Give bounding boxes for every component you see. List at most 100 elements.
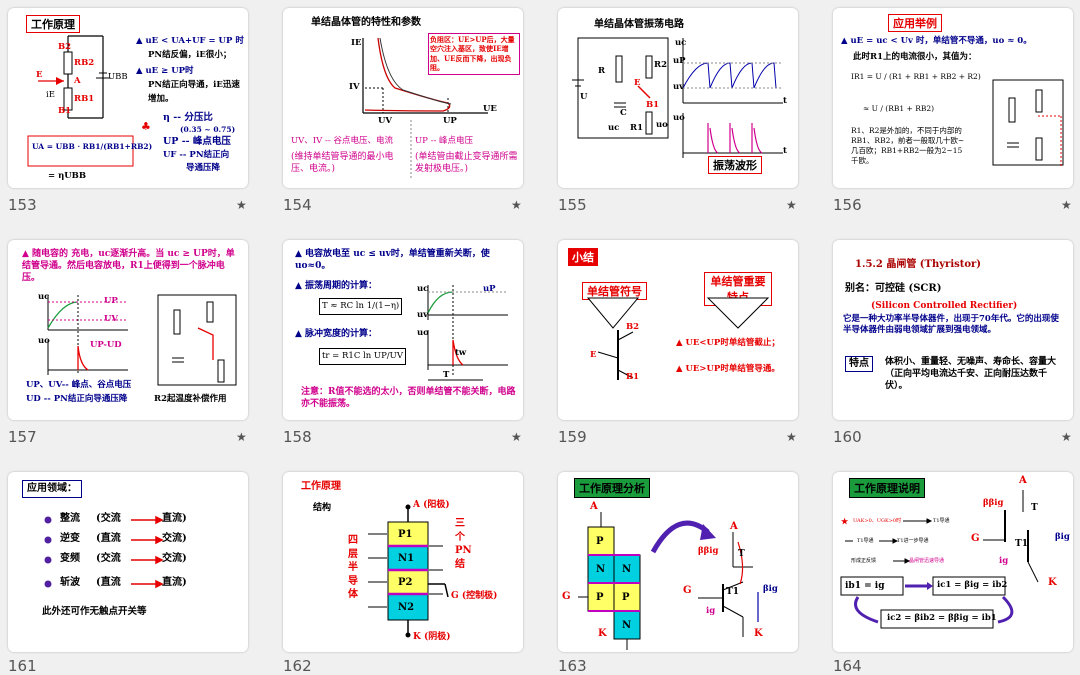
features-text: 体积小、重量轻、无噪声、寿命长、容量大（正向平均电流达千安、正向耐压达数千伏）。 xyxy=(885,357,1057,392)
slide-number: 154 xyxy=(283,196,312,214)
feature-1: ▲ UE<UP时单结管截止； xyxy=(676,338,780,348)
axis-tw: tw xyxy=(455,348,467,358)
label-k2: K xyxy=(754,628,763,639)
axis-t: T xyxy=(443,370,450,380)
label-a: A xyxy=(1019,475,1027,486)
row-from: (直流 xyxy=(96,533,121,544)
condition-line-3: ▲ uE ≥ UP时 xyxy=(136,66,194,76)
label-r1: R1 xyxy=(630,123,643,133)
cell-n: N xyxy=(596,564,606,575)
slide-thumbnail-160[interactable]: 1.5.2 晶闸管 (Thyristor) 别名：可控硅 (SCR) (Sili… xyxy=(833,240,1073,420)
axis-uc: uc xyxy=(38,292,50,302)
star-icon[interactable]: ★ xyxy=(1061,430,1072,444)
formula: UA = UBB · RB1/(RB1+RB2) xyxy=(32,142,153,151)
label-uc: uc xyxy=(608,123,620,133)
formula-2: ≈ U / (RB1 + RB2) xyxy=(863,104,935,113)
layer-p2: P2 xyxy=(398,577,413,588)
condition-line-2: PN结反偏，iE很小； xyxy=(148,50,232,60)
equation-2: ic1 = βig = ib2 xyxy=(937,580,1008,590)
slide-thumbnail-161[interactable]: 应用领域： 整流 (交流 直流) 逆变 (直流 交流) 变频 (交流 交流) 斩… xyxy=(8,472,248,652)
label-ie: iE xyxy=(46,90,55,100)
negative-resistance-callout: 负阻区：UE>UP后，大量空穴注入基区，致使IE增加、UE反而下降，出现负阻。 xyxy=(428,33,520,75)
cell-p2: P xyxy=(596,592,604,603)
label-ubb: UBB xyxy=(108,72,128,82)
slide-title: 应用领域： xyxy=(22,480,82,498)
row-to: 直流) xyxy=(162,513,187,524)
width-formula: tr = R1C ln UP/UV xyxy=(319,348,406,366)
axis-up-ud: UP-UD xyxy=(90,340,122,350)
step-3: 形成正反馈 xyxy=(851,558,877,564)
formula-1: IR1 = U / (R1 + RB1 + RB2 + R2) xyxy=(851,72,981,81)
waveform-and-circuit xyxy=(47,294,237,386)
slide-number: 163 xyxy=(558,657,587,675)
label-b1: B1 xyxy=(646,100,660,110)
note-3: R2起温度补偿作用 xyxy=(154,394,227,404)
slide-thumbnail-155[interactable]: 单结晶体管振荡电路 R R2 U C uc R1 uo B1 E uc uP u… xyxy=(558,8,798,188)
label-rb1: RB1 xyxy=(74,94,95,104)
characteristic-curve xyxy=(362,37,488,180)
label-a: A xyxy=(590,501,598,512)
period-heading: ▲ 振荡周期的计算： xyxy=(295,281,378,291)
slide-number: 162 xyxy=(283,657,312,675)
axis-ue: UE xyxy=(483,104,497,114)
four-layer-label: 四层半导体 xyxy=(348,535,358,600)
star-icon[interactable]: ★ xyxy=(786,198,797,212)
slide-thumbnail-163[interactable]: 工作原理分析 A G K P N N P P N A T ββig G T1 β… xyxy=(558,472,798,652)
slide-thumbnail-164[interactable]: 工作原理说明 ★ UAK>0、UGK>0时 T1导通 T1导通 T1进一步导通 … xyxy=(833,472,1073,652)
slide-thumbnail-153[interactable]: 工作原理 B2 RB2 A E iE RB1 B1 UBB ▲ uE < UA+… xyxy=(8,8,248,188)
star-icon[interactable]: ★ xyxy=(236,430,247,444)
row-to: 交流) xyxy=(162,533,187,544)
subtitle: 结构 xyxy=(313,503,332,513)
layer-p1: P1 xyxy=(398,529,413,540)
slide-thumbnail-157[interactable]: ▲ 随电容的 充电，uc逐渐升高。当 uc ≥ UP时，单结管导通。然后电容放电… xyxy=(8,240,248,420)
formula-2: = ηUBB xyxy=(48,171,87,181)
axis-up: UP xyxy=(443,116,457,126)
equation-1: ib1 = ig xyxy=(845,581,885,591)
star-icon[interactable]: ★ xyxy=(786,430,797,444)
label-t: t xyxy=(783,96,787,106)
label-r: R xyxy=(598,66,606,76)
slide-number: 157 xyxy=(8,428,37,446)
features-label: 特点 xyxy=(845,356,873,372)
star-bullet: ★ xyxy=(841,516,849,526)
slide-thumbnail-162[interactable]: 工作原理 结构 四层半导体 三个PN结 P1 N1 P2 N2 A (阳极) G… xyxy=(283,472,523,652)
slide-thumbnail-158[interactable]: ▲ 电容放电至 uc ≤ uv时，单结管重新关断，使 uo≈0。 ▲ 振荡周期的… xyxy=(283,240,523,420)
slide-thumbnail-159[interactable]: 小结 单结管符号 单结管重要特点 B2 E B1 ▲ UE<UP时单结管截止； … xyxy=(558,240,798,420)
slide-thumbnail-156[interactable]: 应用举例 ▲ uE = uc < Uv 时，单结管不导通，uo ≈ 0。 此时R… xyxy=(833,8,1073,188)
row-term: 斩波 xyxy=(60,577,80,588)
row-to: 直流) xyxy=(162,577,187,588)
label-big: βig xyxy=(1055,532,1070,542)
slide-number: 160 xyxy=(833,428,862,446)
english-name: (Silicon Controlled Rectifier) xyxy=(871,301,1018,311)
row-term: 变频 xyxy=(60,553,80,564)
star-icon[interactable]: ★ xyxy=(511,430,522,444)
label-k: K xyxy=(1048,577,1057,588)
bullets-and-arrows xyxy=(44,515,164,589)
star-icon[interactable]: ★ xyxy=(236,198,247,212)
label-up: uP xyxy=(673,56,686,66)
extra-note: 此外还可作无触点开关等 xyxy=(42,606,147,617)
star-icon[interactable]: ★ xyxy=(1061,198,1072,212)
peak-note-2: (单结管由截止变导通所需发射极电压。) xyxy=(415,152,518,175)
label-g2: G xyxy=(683,585,692,596)
label-bbig: ββig xyxy=(698,546,719,556)
circuit-diagram xyxy=(27,35,134,167)
row-term: 整流 xyxy=(60,513,80,524)
slide-title: 工作原理 xyxy=(26,15,80,33)
step-2b: T1进一步导通 xyxy=(897,538,929,544)
waveform-label: 振荡波形 xyxy=(708,156,762,174)
axis-uo: uo xyxy=(38,336,50,346)
slide-title: 工作原理说明 xyxy=(849,478,925,498)
label-uo: uo xyxy=(656,120,668,130)
ujt-symbol xyxy=(586,297,770,380)
row-from: (交流 xyxy=(96,513,121,524)
three-junction-label: 三个PN结 xyxy=(455,518,472,570)
slide-thumbnail-154[interactable]: 单结晶体管的特性和参数 IE IV UV UP UE 负阻区：UE>UP后，大量… xyxy=(283,8,523,188)
label-b2: B2 xyxy=(626,322,640,332)
slide-title: 工作原理 xyxy=(301,481,341,492)
axis-uv: uv xyxy=(417,310,429,320)
slide-title: 小结 xyxy=(568,248,598,266)
step-3b: 晶闸管迅速导通 xyxy=(909,558,945,564)
axis-up: uP xyxy=(483,284,496,294)
star-icon[interactable]: ★ xyxy=(511,198,522,212)
